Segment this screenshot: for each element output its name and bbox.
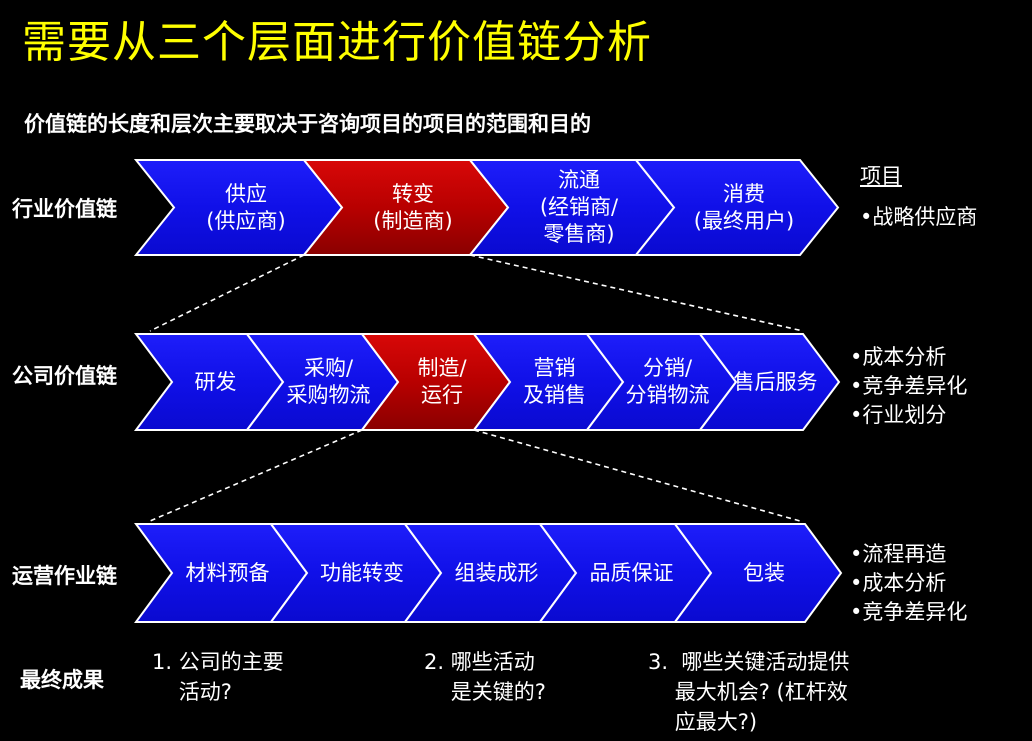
chain-segment-arrow <box>673 523 843 623</box>
row-label-industry: 行业价值链 <box>12 197 117 221</box>
result-item-3: 3. 哪些关键活动提供 最大机会? (杠杆效 应最大?) <box>648 650 850 734</box>
chain-segment-label: 分销/ 分销物流 <box>625 356 710 407</box>
row-label-operations: 运营作业链 <box>12 564 117 588</box>
side-item: •流程再造 <box>850 542 947 566</box>
chain-segment-label: 营销 及销售 <box>523 356 586 407</box>
side-item: •成本分析 <box>850 345 947 369</box>
side-item: •竞争差异化 <box>850 374 968 398</box>
page-title: 需要从三个层面进行价值链分析 <box>22 17 652 68</box>
chain-segment-label: 功能转变 <box>320 560 404 585</box>
page-subtitle: 价值链的长度和层次主要取决于咨询项目的项目的范围和目的 <box>24 112 591 136</box>
result-item-1: 1. 公司的主要 活动? <box>152 650 284 704</box>
chain-segment-label: 转变 (制造商) <box>373 181 453 233</box>
side-heading-project: 项目 <box>860 164 902 188</box>
chain-segment-label: 组装成形 <box>454 560 539 585</box>
chain-segment-label: 材料预备 <box>185 560 270 585</box>
projection-dashed-line <box>149 254 305 332</box>
chain-segment-label: 采购/ 采购物流 <box>286 356 371 407</box>
chain-segment-label: 供应 (供应商) <box>206 181 286 233</box>
chain-segment-label: 流通 (经销商/ 零售商) <box>539 168 619 246</box>
projection-dashed-line <box>149 429 363 522</box>
chain-segment-arrow <box>698 333 841 431</box>
chain-segment-label: 研发 <box>194 369 237 394</box>
chain-segment-label: 制造/ 运行 <box>417 356 467 407</box>
results-label: 最终成果 <box>20 668 104 692</box>
chain-segment-label: 品质保证 <box>589 560 674 585</box>
projection-dashed-line <box>473 429 801 522</box>
result-item-2: 2. 哪些活动 是关键的? <box>424 650 546 704</box>
row-label-company: 公司价值链 <box>12 364 117 388</box>
chain-segment-arrow <box>633 159 840 256</box>
side-item: •竞争差异化 <box>850 600 968 624</box>
chain-segment-label: 包装 <box>743 560 785 585</box>
chain-segment-label: 消费 (最终用户) <box>693 181 795 233</box>
side-item: •行业划分 <box>850 403 947 427</box>
chain-segment-label: 售后服务 <box>733 369 818 394</box>
projection-dashed-line <box>469 254 804 332</box>
side-item: •战略供应商 <box>860 205 978 229</box>
side-item: •成本分析 <box>850 571 947 595</box>
